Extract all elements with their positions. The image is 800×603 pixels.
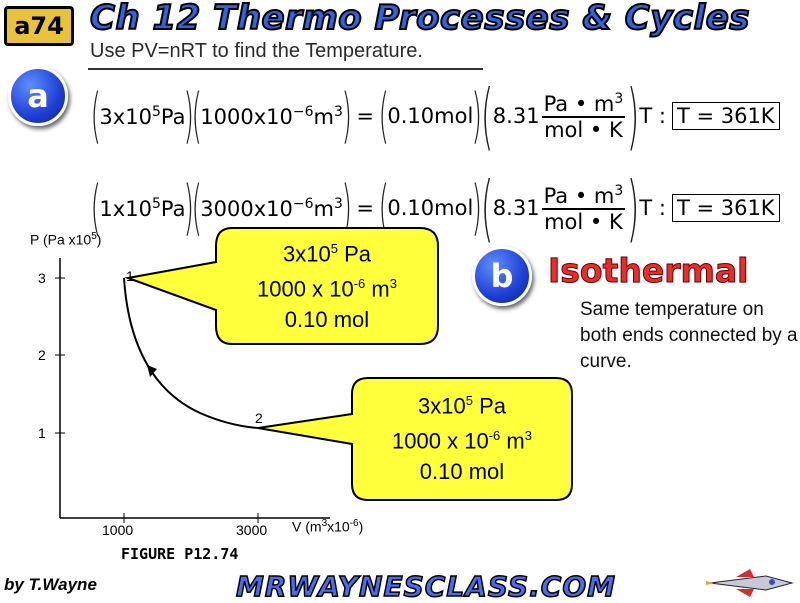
callout-1-volume: 1000 x 10-6 m3 xyxy=(257,276,397,302)
eq1-t-label: T : xyxy=(639,104,666,128)
subtitle-underline xyxy=(88,68,483,70)
eq1-r-units: Pa • m3 mol • K xyxy=(541,90,626,142)
paren-open: ( xyxy=(90,81,101,151)
part-a-label: a xyxy=(27,77,49,115)
author-credit: by T.Wayne xyxy=(4,575,97,594)
part-b-circle: b xyxy=(472,246,532,306)
curve-arrow xyxy=(147,365,157,377)
eq2-pressure: 1x105Pa xyxy=(99,195,186,221)
callout-1-pressure: 3x105 Pa xyxy=(283,241,371,267)
callout-1-moles: 0.10 mol xyxy=(284,306,370,332)
x-axis-label: V (m3x10-6) xyxy=(292,518,364,535)
callout-2-moles: 0.10 mol xyxy=(419,458,505,484)
y-axis-label: P (Pa x105) xyxy=(30,231,102,248)
isothermal-description: Same temperature on both ends connected … xyxy=(580,299,798,372)
eq2-r-value: 8.31 xyxy=(492,196,540,220)
eq2-t-label: T : xyxy=(639,196,666,220)
eq2-moles: 0.10mol xyxy=(387,196,474,220)
callout-2-bubble xyxy=(257,377,573,501)
equation-2: ( 1x105Pa )( 3000x10−6m3 ) = ( 0.10mol )… xyxy=(90,172,780,244)
point-2-label: 2 xyxy=(255,410,263,426)
slide-badge: a74 xyxy=(4,6,74,46)
point-1-label: 1 xyxy=(126,268,134,284)
callout-2-volume: 1000 x 10-6 m3 xyxy=(392,428,532,454)
eq2-volume: 3000x10−6m3 xyxy=(200,195,343,221)
y-tick-label-3: 3 xyxy=(38,270,46,286)
eq1-result: T = 361K xyxy=(671,102,780,130)
y-tick-label-1: 1 xyxy=(38,425,46,441)
isotherm-curve xyxy=(123,277,259,429)
callout-2-pressure: 3x105 Pa xyxy=(418,393,506,419)
eq2-r-units: Pa • m3 mol • K xyxy=(541,182,626,234)
x-tick-label-3000: 3000 xyxy=(236,522,268,538)
callout-2-text: 3x105 Pa 1000 x 10-6 m3 0.10 mol xyxy=(352,386,572,487)
rocket-icon xyxy=(706,569,794,597)
slide-title: Ch 12 Thermo Processes & Cycles xyxy=(89,0,751,39)
eq1-pressure: 3x105Pa xyxy=(99,103,186,129)
callout-1-bubble xyxy=(124,227,439,345)
isothermal-heading: Isothermal xyxy=(547,251,749,291)
figure-caption: FIGURE P12.74 xyxy=(121,545,239,563)
y-tick-label-2: 2 xyxy=(38,347,46,363)
subtitle: Use PV=nRT to find the Temperature. xyxy=(90,40,423,62)
equals-sign: = xyxy=(356,104,374,128)
equation-1: ( 3x105Pa )( 1000x10−6m3 ) = ( 0.10mol )… xyxy=(90,80,780,152)
website-logo: MRWAYNESCLASS.COM xyxy=(235,569,617,603)
equals-sign: = xyxy=(356,196,374,220)
x-tick-label-1000: 1000 xyxy=(102,522,134,538)
part-b-label: b xyxy=(490,257,514,295)
eq1-volume: 1000x10−6m3 xyxy=(200,103,343,129)
callout-1-text: 3x105 Pa 1000 x 10-6 m3 0.10 mol xyxy=(216,234,438,335)
eq1-r-value: 8.31 xyxy=(492,104,540,128)
part-a-circle: a xyxy=(8,66,68,126)
eq1-moles: 0.10mol xyxy=(387,104,474,128)
eq2-result: T = 361K xyxy=(671,194,780,222)
